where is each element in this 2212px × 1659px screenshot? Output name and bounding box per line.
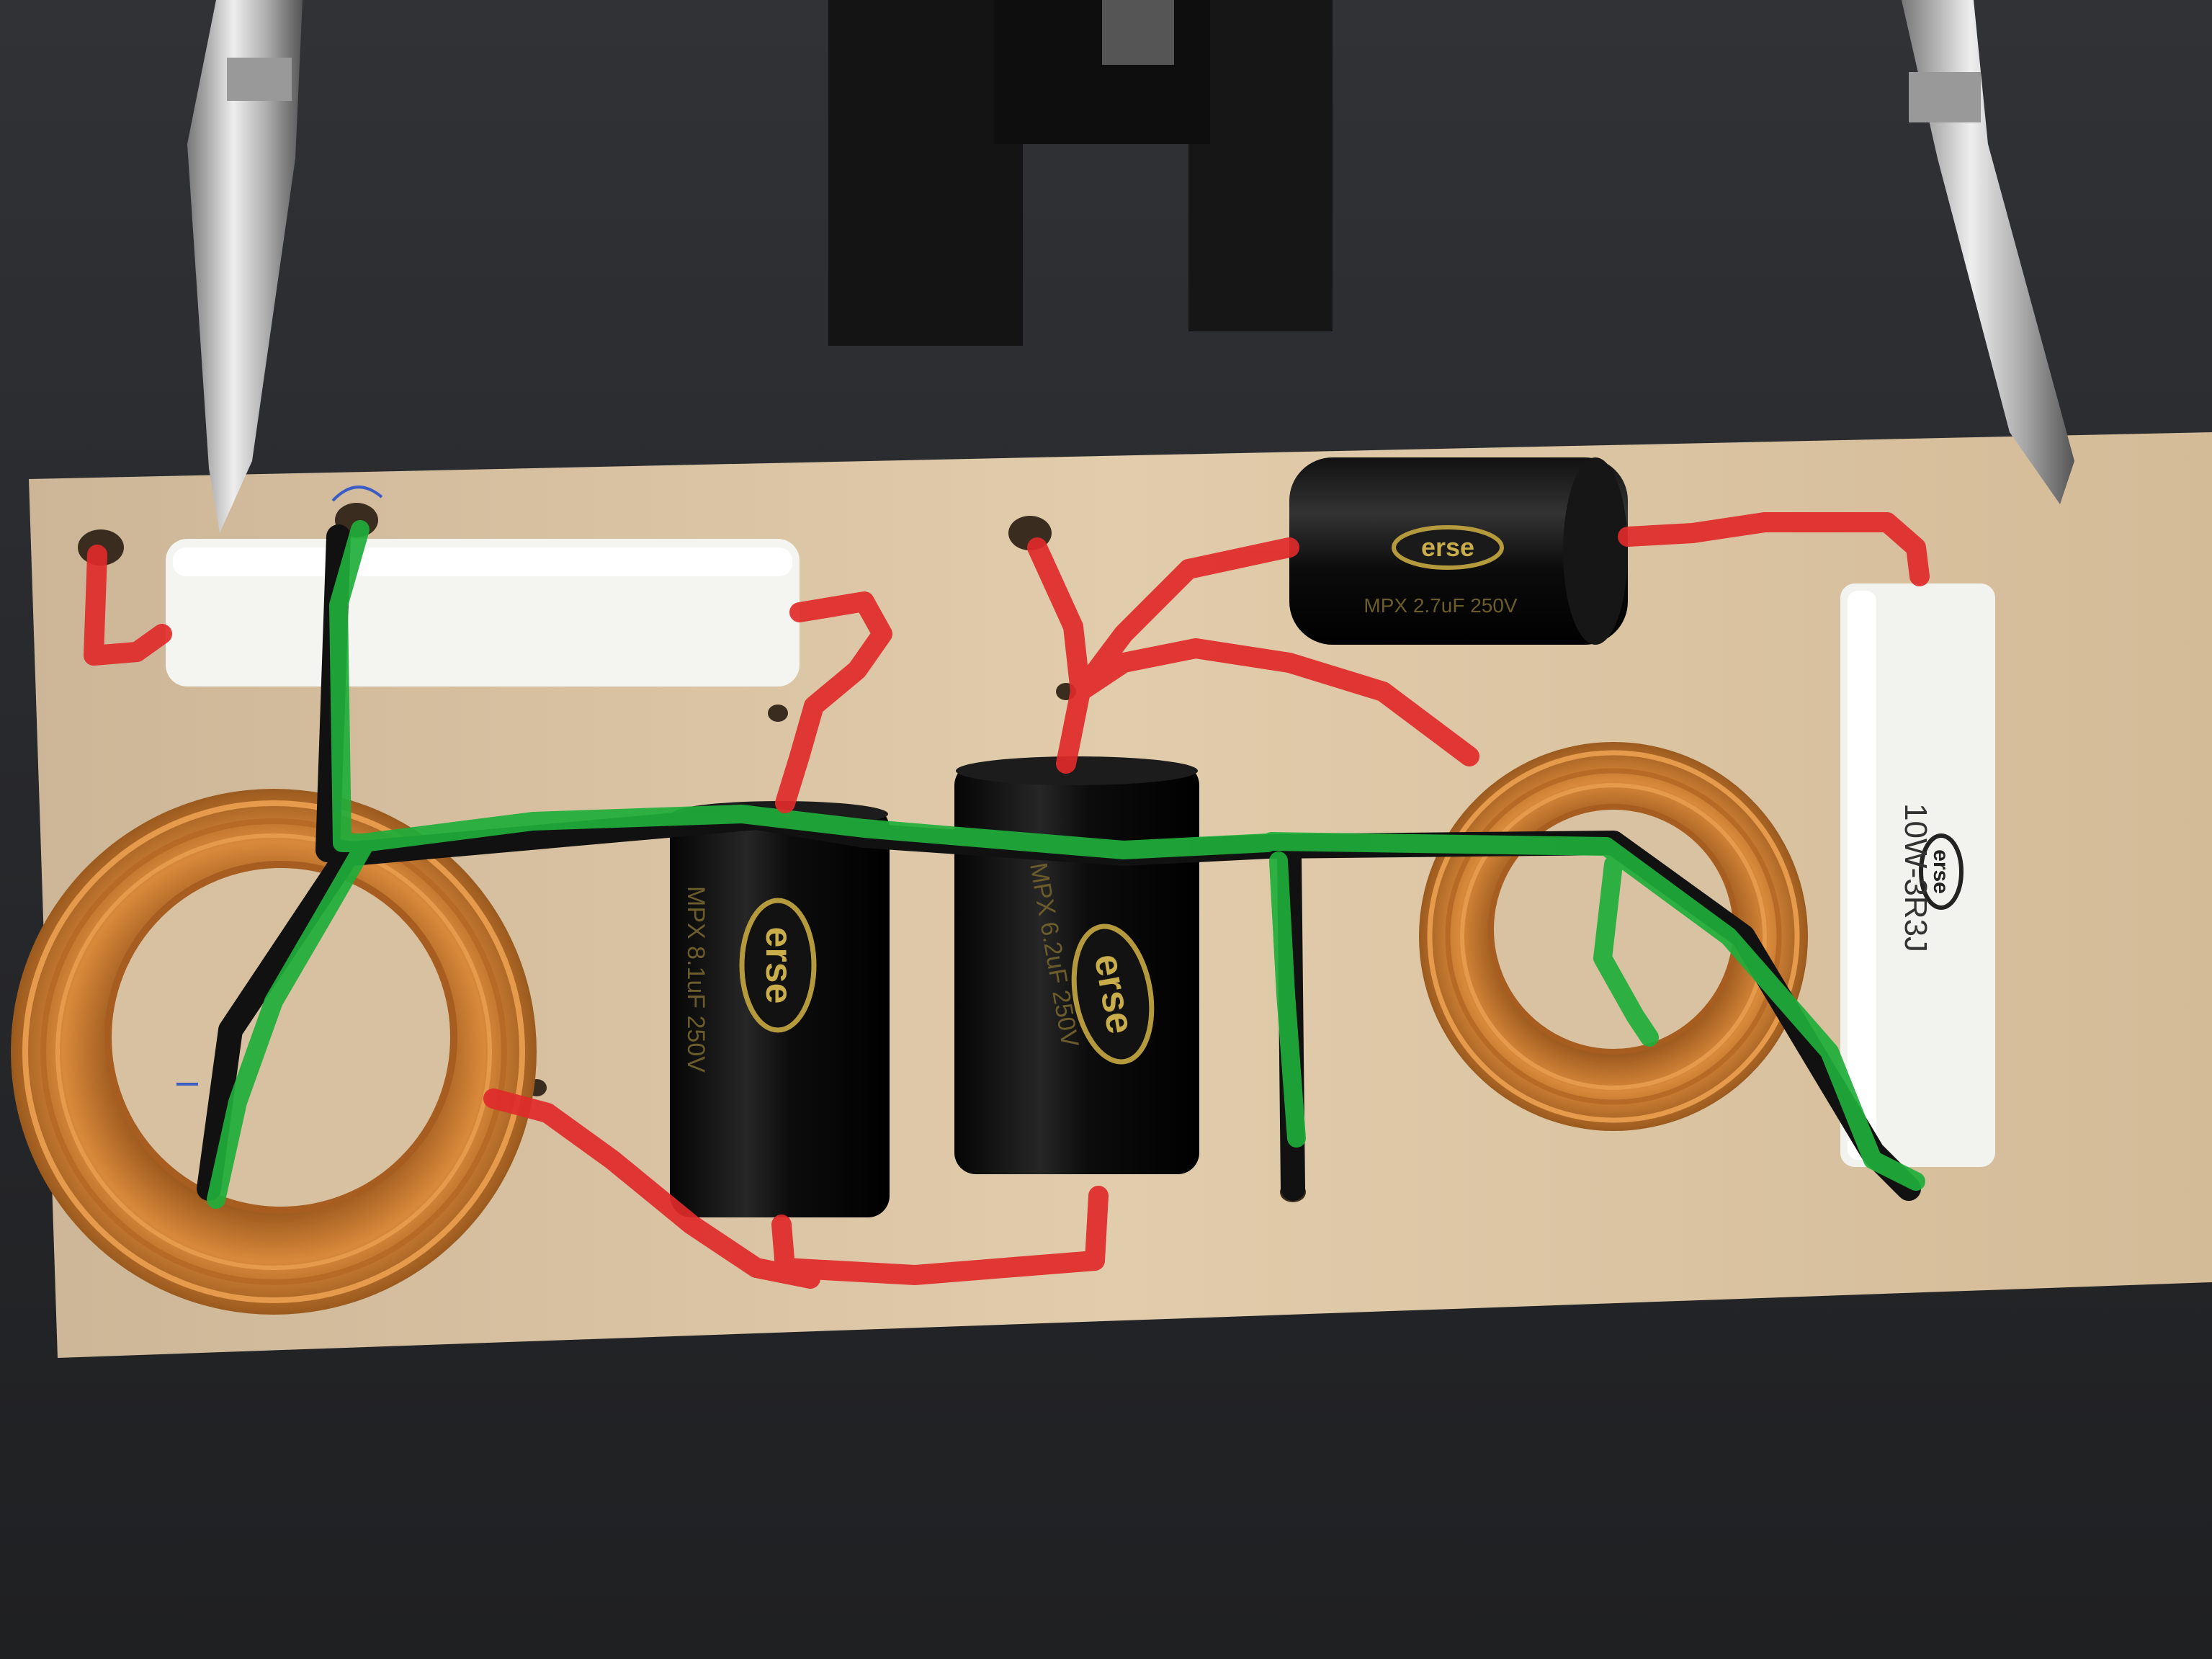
ceramic-resistor-right: erse 10W-3R3J xyxy=(1840,583,1995,1167)
pen-marks xyxy=(176,486,383,1086)
alligator-clip-right-icon xyxy=(1902,0,2074,504)
inductor-left-icon xyxy=(11,789,537,1315)
capacitor-mid-left-marking: MPX 8.1uF 250V xyxy=(682,886,709,1073)
capacitor-mid-right: erse MPX 6.2uF 250V xyxy=(954,756,1199,1174)
ceramic-resistor-left xyxy=(166,539,800,687)
resistor-right-marking: 10W-3R3J xyxy=(1898,803,1933,952)
red-signal-trace xyxy=(84,512,1930,1289)
capacitor-small-brand: erse xyxy=(1421,532,1474,562)
capacitor-small: erse MPX 2.7uF 250V xyxy=(1289,457,1628,645)
alligator-clip-left-icon xyxy=(187,0,303,533)
resistor-right-brand: erse xyxy=(1929,849,1953,894)
green-ground-trace xyxy=(207,520,1925,1209)
capacitor-small-marking: MPX 2.7uF 250V xyxy=(1364,594,1518,617)
capacitor-mid-left-brand: erse xyxy=(758,927,800,1004)
helping-hands-stand xyxy=(828,0,1333,346)
capacitor-mid-left: erse MPX 8.1uF 250V xyxy=(670,801,890,1217)
